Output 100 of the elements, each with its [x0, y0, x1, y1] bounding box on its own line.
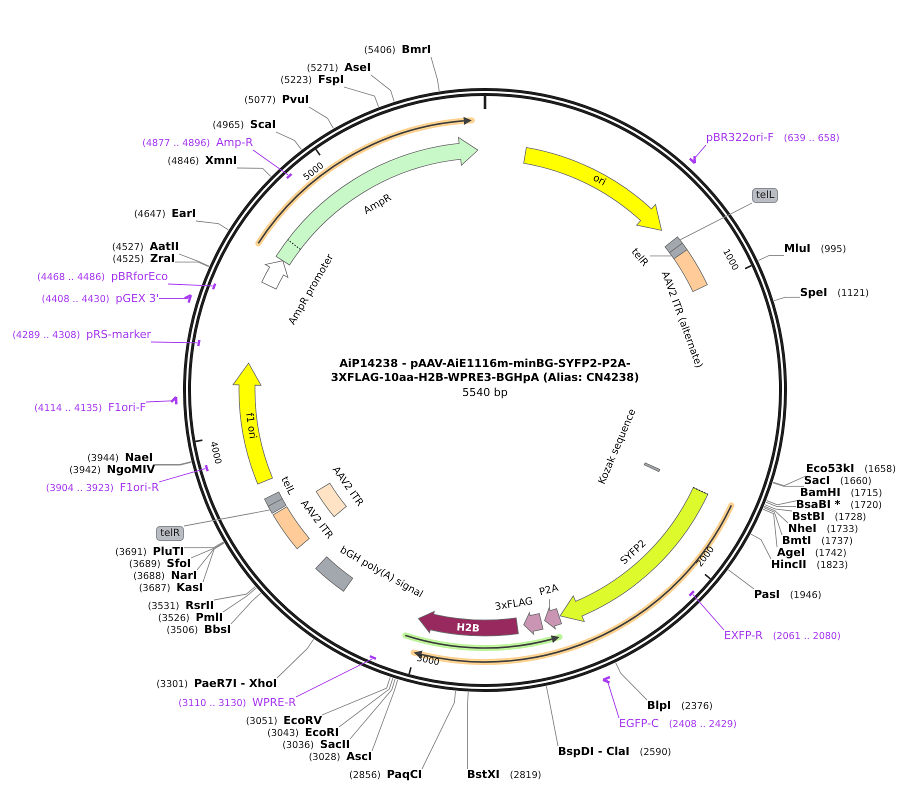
primer-label: (4468 .. 4486) pBRforEco [37, 271, 168, 284]
leader-line [190, 542, 224, 558]
primer-label: (4408 .. 4430) pGEX 3' [42, 293, 159, 306]
primer-label: (4114 .. 4135) F1ori-F [34, 402, 146, 415]
leader-line [158, 298, 189, 299]
restriction-site-label: (3526) PmlI [158, 612, 223, 625]
leader-line [692, 144, 706, 160]
restriction-site-label: AgeI (1742) [777, 547, 847, 560]
restriction-site-label: BmtI (1737) [782, 535, 853, 548]
restriction-site-label: Eco53kI (1658) [806, 463, 896, 476]
leader-line [422, 690, 456, 770]
leader-line [764, 504, 792, 512]
leader-line [152, 461, 192, 465]
feature-label: ori [590, 172, 608, 190]
restriction-site-label: (3944) NaeI [87, 452, 153, 465]
feature-label: telL [278, 475, 296, 497]
restriction-site-label: (4846) XmnI [168, 155, 237, 168]
restriction-site-label: BstXI (2819) [467, 769, 542, 782]
leader-line [184, 542, 224, 548]
restriction-site-label: PasI (1946) [754, 589, 822, 602]
leader-line [615, 662, 648, 700]
primer-label: (4877 .. 4896) Amp-R [142, 137, 253, 150]
leader-line [728, 569, 754, 590]
restriction-site-label: NheI (1733) [788, 523, 858, 536]
leader-line [202, 542, 225, 582]
restriction-site-label: (5077) PvuI [244, 94, 309, 107]
leader-line [372, 679, 398, 752]
restriction-site-label: BsaBI * (1720) [796, 499, 882, 512]
feature-label: f1 ori [242, 412, 258, 440]
primer-label: EXFP-R (2061 .. 2080) [724, 630, 841, 643]
restriction-site-label: (3531) RsrII [148, 600, 214, 613]
leader-line [430, 56, 440, 92]
leader-line [214, 586, 256, 600]
map-title: AiP14238 - pAAV-AiE1116m-minBG-SYFP2-P2A-3XFLAG-10aa-H2B-WPRE3-BGHpA (Alias: CN4238) [330, 357, 640, 385]
leader-line [146, 400, 176, 402]
leader-line [762, 508, 778, 548]
feature-tag: telL [752, 188, 778, 203]
primer-label: (3110 .. 3130) WPRE-R [178, 697, 296, 710]
leader-line [750, 534, 772, 560]
restriction-site-label: (4525) ZraI [112, 253, 175, 266]
leader-line [252, 150, 289, 176]
primer-label: EGFP-C (2408 .. 2429) [619, 718, 737, 731]
leader-line [276, 638, 314, 678]
feature-label: 3xFLAG [494, 596, 534, 614]
feature-label: H2B [456, 622, 480, 636]
leader-line [766, 500, 800, 506]
restriction-site-label: (5406) BmrI [364, 44, 431, 57]
restriction-site-label: (4647) EarI [134, 208, 196, 221]
restriction-site-label: (3691) PluTI [115, 546, 184, 559]
leader-line [650, 255, 672, 256]
leader-line [174, 262, 210, 268]
restriction-site-label: (4527) AatII [112, 241, 179, 254]
restriction-site-label: (4965) ScaI [212, 119, 276, 132]
primer-label: (4289 .. 4308) pRS-marker [12, 329, 151, 342]
leader-line [296, 658, 373, 698]
leader-line [344, 86, 380, 108]
leader-line [549, 598, 550, 611]
leader-line [370, 74, 395, 102]
restriction-site-label: (3301) PaeR7I - XhoI [156, 678, 277, 691]
restriction-site-label: (3942) NgoMIV [69, 464, 155, 477]
restriction-site-label: MluI (995) [784, 243, 846, 256]
leader-line [276, 132, 302, 150]
leader-line [774, 296, 800, 302]
leader-line [230, 592, 262, 624]
leader-line [196, 220, 229, 230]
primer-label: (3904 .. 3923) F1ori-R [46, 482, 159, 495]
restriction-site-label: (3688) NarI [133, 570, 197, 583]
leader-line [765, 502, 796, 507]
leader-line [763, 507, 782, 536]
leader-line [758, 255, 784, 261]
restriction-site-label: (3028) AscI [308, 751, 372, 764]
leader-line [158, 468, 206, 482]
leader-line [154, 462, 192, 466]
restriction-site-label: HincII (1823) [771, 559, 848, 572]
restriction-site-label: BstBI (1728) [792, 511, 866, 524]
leader-line [680, 202, 752, 240]
leader-line [168, 284, 214, 286]
restriction-site-label: BlpI (2376) [647, 700, 713, 713]
leader-line [196, 542, 224, 570]
restriction-site-label: (3036) SacII [282, 739, 350, 752]
restriction-site-label: (2856) PaqCI [349, 769, 422, 782]
leader-line [308, 106, 334, 129]
restriction-site-label: BspDI - ClaI (2590) [558, 746, 672, 759]
leader-line [150, 342, 198, 344]
leader-line [222, 588, 257, 612]
leader-line [178, 254, 210, 267]
restriction-site-label: (5223) FspI [280, 74, 344, 87]
restriction-site-label: BamHI (1715) [800, 487, 882, 500]
leader-line [764, 506, 788, 524]
restriction-site-label: SacI (1660) [804, 475, 872, 488]
restriction-site-label: (3506) BbsI [166, 624, 231, 637]
leader-line [546, 686, 558, 746]
leader-line [184, 510, 270, 526]
leader-line [338, 678, 394, 728]
leader-line [236, 168, 272, 177]
restriction-site-label: (3689) SfoI [129, 558, 191, 571]
leader-line [692, 594, 724, 630]
restriction-site-label: (3043) EcoRI [267, 727, 339, 740]
leader-line [772, 476, 806, 486]
leader-line [467, 692, 469, 770]
